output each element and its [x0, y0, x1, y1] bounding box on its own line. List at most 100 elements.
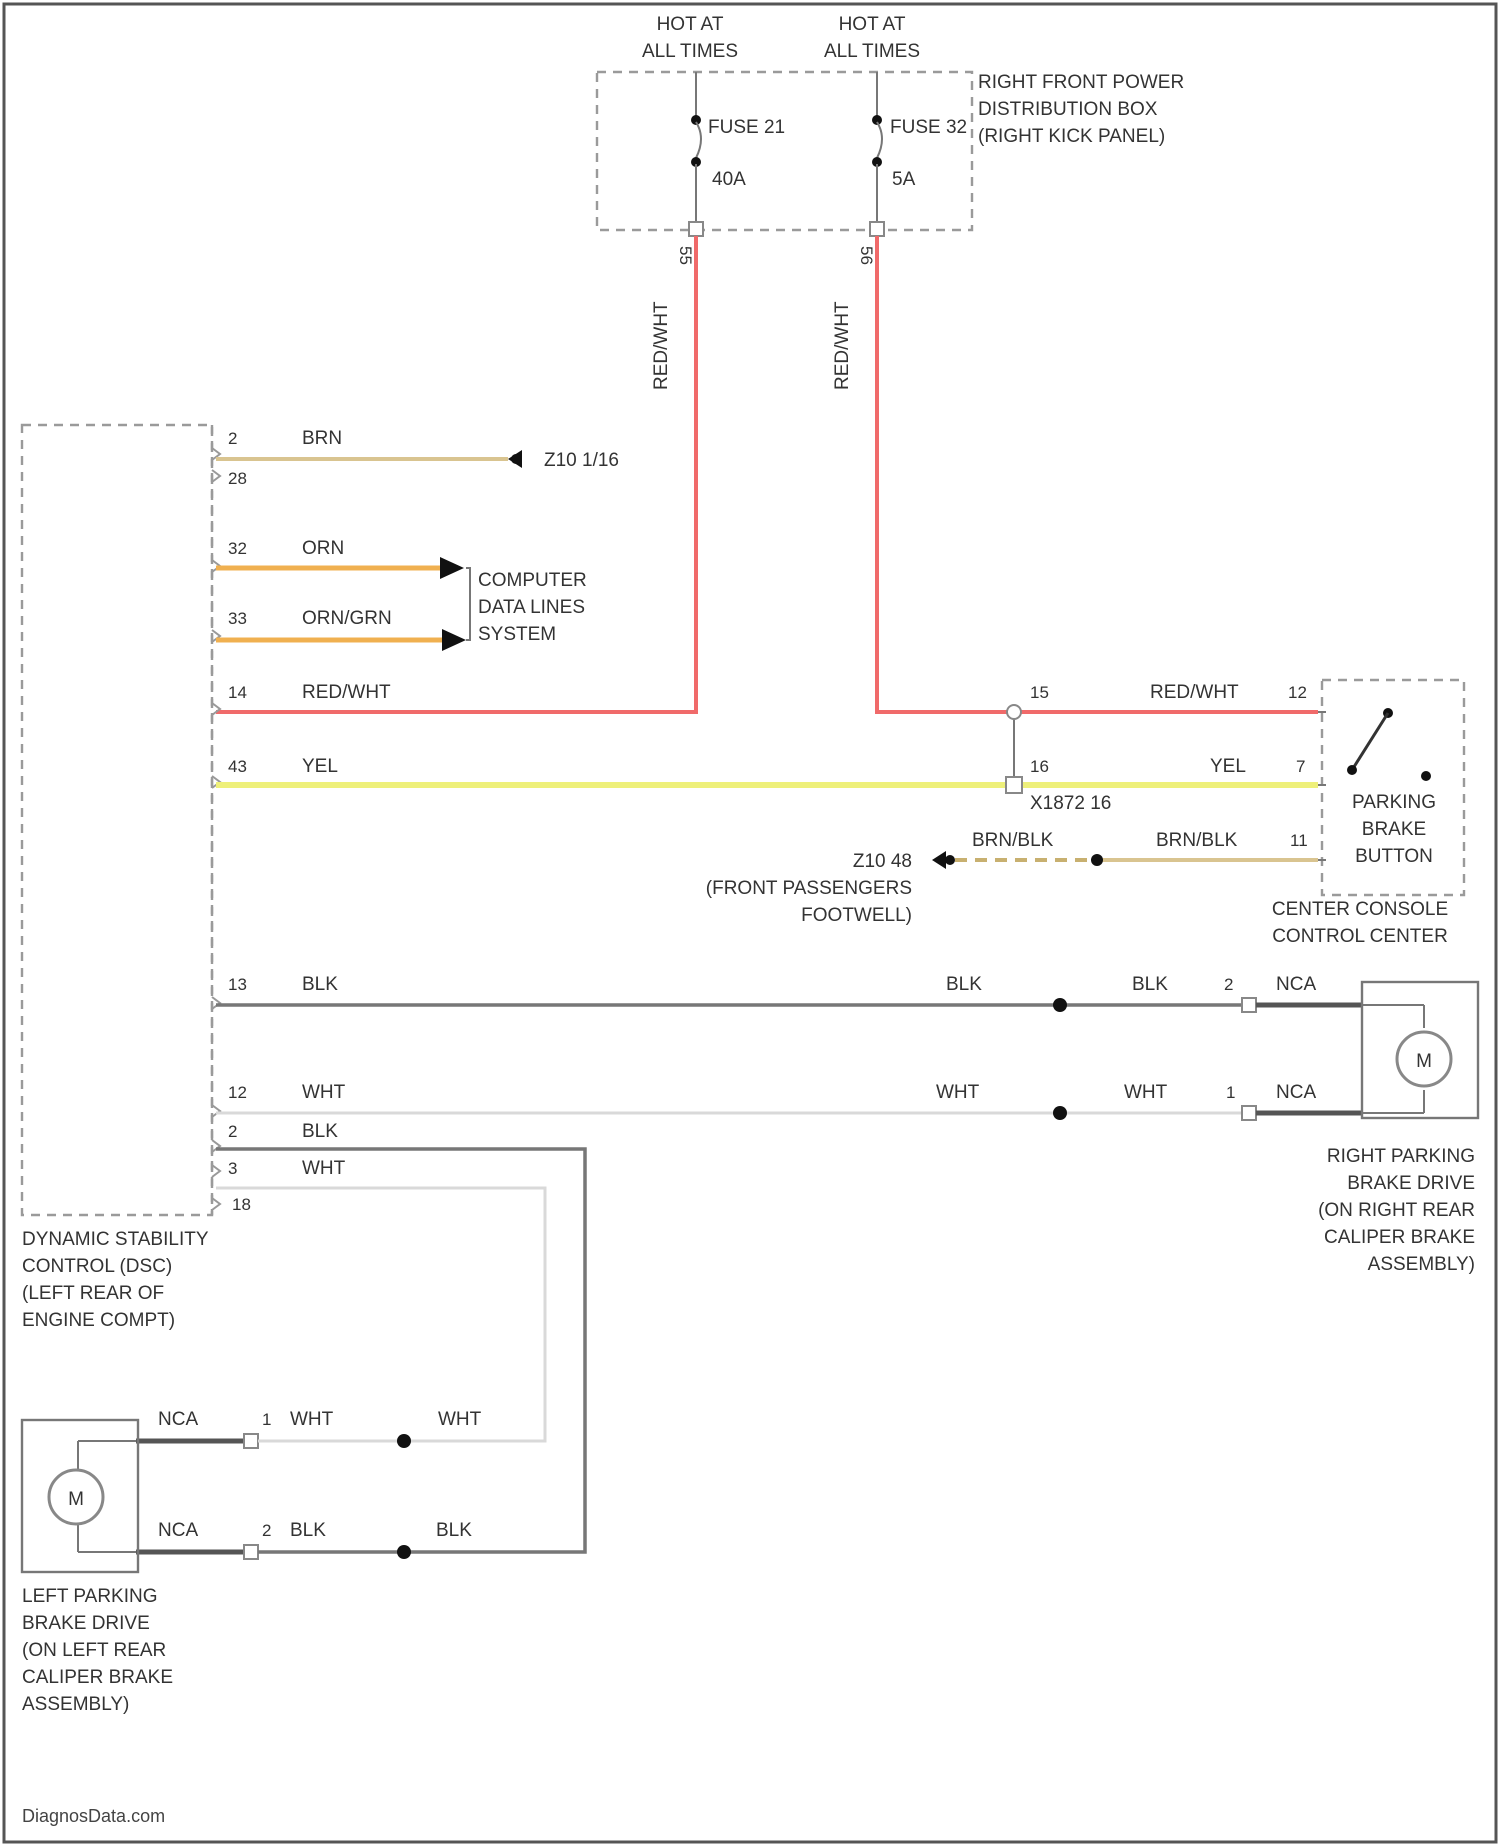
data-lines-bracket [466, 568, 470, 640]
vertical-wire-label-2: RED/WHT [832, 301, 853, 390]
dsc-label-line3: (LEFT REAR OF [22, 1283, 164, 1304]
wht-wire-label-1: WHT [302, 1082, 346, 1103]
hot-label-1-line1: HOT AT [657, 14, 724, 35]
parking-brake-button-line2: BRAKE [1362, 819, 1426, 840]
dsc-pin-13: 13 [228, 975, 247, 994]
wht-wire-label-left-3: WHT [438, 1409, 482, 1430]
fuse-32-name: FUSE 32 [890, 117, 967, 138]
power-box-line1: RIGHT FRONT POWER [978, 72, 1184, 93]
button-pin-12: 12 [1288, 683, 1307, 702]
right-drive-pin-2: 2 [1224, 975, 1233, 994]
page-frame [4, 4, 1496, 1842]
orn-wire-label: ORN [302, 538, 344, 559]
center-console-line2: CONTROL CENTER [1272, 926, 1448, 947]
dsc-pin-28: 28 [228, 469, 247, 488]
blk-wire-label-left-2: BLK [290, 1520, 326, 1541]
dsc-pin-33: 33 [228, 609, 247, 628]
data-lines-label-2: DATA LINES [478, 597, 585, 618]
orn-grn-arrow [442, 629, 466, 651]
nca-label-left-1: NCA [158, 1409, 198, 1430]
power-box-line3: (RIGHT KICK PANEL) [978, 126, 1165, 147]
red-wht-wire-label-left: RED/WHT [302, 682, 391, 703]
blk-wire-label-left-3: BLK [436, 1520, 472, 1541]
fuse-21 [689, 72, 703, 236]
dsc-pin-12: 12 [228, 1083, 247, 1102]
hot-label-1-line2: ALL TIMES [642, 41, 738, 62]
ground-z10-48-line1: Z10 48 [853, 851, 912, 872]
dsc-pin-2-top: 2 [228, 429, 237, 448]
ground-z10-48-arrow [932, 851, 946, 869]
orn-arrow [440, 557, 464, 579]
vertical-wire-label-1: RED/WHT [651, 301, 672, 390]
dsc-pin-18: 18 [232, 1195, 251, 1214]
right-drive-line4: CALIPER BRAKE [1324, 1227, 1475, 1248]
right-drive-line2: BRAKE DRIVE [1347, 1173, 1475, 1194]
right-motor-icon [1362, 1005, 1451, 1113]
blk-wire-label-2: BLK [946, 974, 982, 995]
blk-wire-label-left-1: BLK [302, 1121, 338, 1142]
dsc-pin-2-left: 2 [228, 1122, 237, 1141]
dsc-pin-3-left: 3 [228, 1159, 237, 1178]
red-wht-wire-fuse32 [877, 236, 1318, 712]
fuse-32-rating: 5A [892, 169, 916, 190]
right-drive-line3: (ON RIGHT REAR [1318, 1200, 1475, 1221]
power-box-line2: DISTRIBUTION BOX [978, 99, 1158, 120]
nca-label-left-2: NCA [158, 1520, 198, 1541]
right-drive-pin-1: 1 [1226, 1083, 1235, 1102]
fuse-32-pin: 56 [857, 246, 876, 265]
connector-x1872 [1006, 705, 1022, 793]
center-console-line1: CENTER CONSOLE [1272, 899, 1448, 920]
dsc-module-box [22, 425, 212, 1215]
data-lines-label-1: COMPUTER [478, 570, 587, 591]
right-drive-line1: RIGHT PARKING [1327, 1146, 1475, 1167]
yel-wire-label-right: YEL [1210, 756, 1246, 777]
left-drive-line3: (ON LEFT REAR [22, 1640, 166, 1661]
parking-brake-button-line3: BUTTON [1355, 846, 1433, 867]
wht-wire-label-3: WHT [1124, 1082, 1168, 1103]
footer-credit: DiagnosData.com [22, 1806, 165, 1826]
dsc-label-line4: ENGINE COMPT) [22, 1310, 175, 1331]
splice-pin-15: 15 [1030, 683, 1049, 702]
wht-wire-label-2: WHT [936, 1082, 980, 1103]
blk-wire-label-3: BLK [1132, 974, 1168, 995]
left-motor-icon [49, 1441, 136, 1552]
ground-z10-1-label: Z10 1/16 [544, 450, 619, 471]
dsc-pin-32: 32 [228, 539, 247, 558]
dsc-pin-43: 43 [228, 757, 247, 776]
power-distribution-box [597, 72, 972, 230]
hot-label-2-line1: HOT AT [839, 14, 906, 35]
ground-z10-48-line3: FOOTWELL) [801, 905, 912, 926]
brn-blk-wire-label-left: BRN/BLK [972, 830, 1054, 851]
left-drive-line2: BRAKE DRIVE [22, 1613, 150, 1634]
left-drive-line5: ASSEMBLY) [22, 1694, 129, 1715]
wht-wire-label-left-2: WHT [290, 1409, 334, 1430]
left-drive-line1: LEFT PARKING [22, 1586, 158, 1607]
connector-x1872-label: X1872 16 [1030, 793, 1111, 814]
dsc-label-line2: CONTROL (DSC) [22, 1256, 172, 1277]
left-drive-pin-1: 1 [262, 1410, 271, 1429]
splice-pin-16: 16 [1030, 757, 1049, 776]
dsc-label-line1: DYNAMIC STABILITY [22, 1229, 209, 1250]
nca-label-right-1: NCA [1276, 974, 1316, 995]
button-pin-7: 7 [1296, 757, 1305, 776]
parking-brake-button-line1: PARKING [1352, 792, 1436, 813]
fuse-21-pin: 55 [676, 246, 695, 265]
right-drive-line5: ASSEMBLY) [1368, 1254, 1475, 1275]
fuse-32 [870, 72, 884, 236]
blk-wire-left-run [216, 1149, 585, 1552]
brn-wire-label: BRN [302, 428, 342, 449]
hot-label-2-line2: ALL TIMES [824, 41, 920, 62]
dsc-pin-14: 14 [228, 683, 247, 702]
red-wht-wire-label-right: RED/WHT [1150, 682, 1239, 703]
right-motor-symbol: M [1416, 1051, 1432, 1072]
nca-label-right-2: NCA [1276, 1082, 1316, 1103]
ground-z10-48-line2: (FRONT PASSENGERS [706, 878, 912, 899]
button-pin-11: 11 [1290, 831, 1308, 850]
wht-wire-left-run [216, 1188, 545, 1441]
data-lines-label-3: SYSTEM [478, 624, 556, 645]
left-drive-pin-2: 2 [262, 1521, 271, 1540]
brn-blk-wire-label-right: BRN/BLK [1156, 830, 1238, 851]
yel-wire-label-left: YEL [302, 756, 338, 777]
wht-wire-label-left-1: WHT [302, 1158, 346, 1179]
